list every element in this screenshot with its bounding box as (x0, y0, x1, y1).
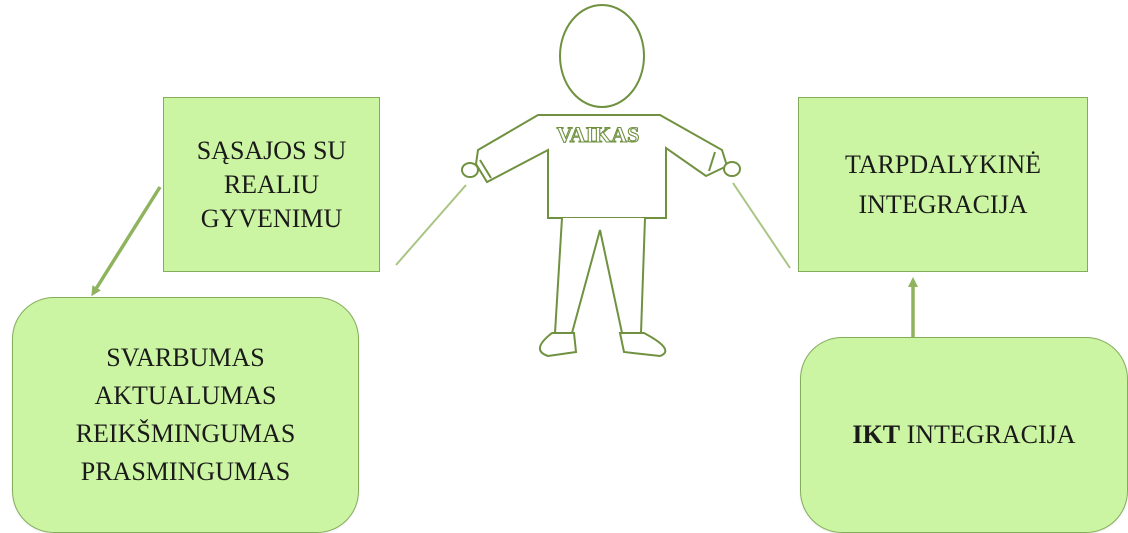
child-left-hand (461, 162, 479, 178)
child-label: VAIKAS (557, 122, 640, 147)
box-relevance-list: SVARBUMAS AKTUALUMAS REIKŠMINGUMAS PRASM… (12, 297, 359, 533)
box-interdisciplinary-integration: TARPDALYKINĖ INTEGRACIJA (798, 97, 1088, 272)
box-relevance-line-2: AKTUALUMAS (94, 381, 277, 410)
box-interdisciplinary-line-2: INTEGRACIJA (858, 189, 1028, 219)
box-ict-bold: IKT (852, 420, 901, 449)
child-right-foot (618, 332, 667, 358)
box-relevance-line-1: SVARBUMAS (106, 343, 265, 372)
box-ict-rest: INTEGRACIJA (900, 420, 1076, 449)
child-shirt (474, 114, 729, 219)
child-left-foot (539, 332, 578, 358)
arrow-left (91, 186, 162, 297)
box-relevance-line-3: REIKŠMINGUMAS (75, 419, 296, 448)
child-head (559, 4, 645, 108)
connector-left (395, 184, 467, 266)
box-real-life-links-line-2: REALIU (223, 169, 320, 199)
box-ict-integration: IKT INTEGRACIJA (800, 337, 1128, 533)
box-real-life-links: SĄSAJOS SU REALIU GYVENIMU (163, 97, 380, 272)
box-real-life-links-line-1: SĄSAJOS SU (196, 135, 347, 165)
child-right-hand (723, 161, 741, 177)
connector-right (732, 182, 791, 269)
box-interdisciplinary-line-1: TARPDALYKINĖ (844, 149, 1042, 179)
child-legs (553, 217, 646, 334)
box-real-life-links-line-3: GYVENIMU (200, 203, 343, 233)
child-figure (461, 4, 741, 358)
box-ict-text: IKT INTEGRACIJA (852, 418, 1075, 452)
box-relevance-line-4: PRASMINGUMAS (80, 457, 291, 486)
